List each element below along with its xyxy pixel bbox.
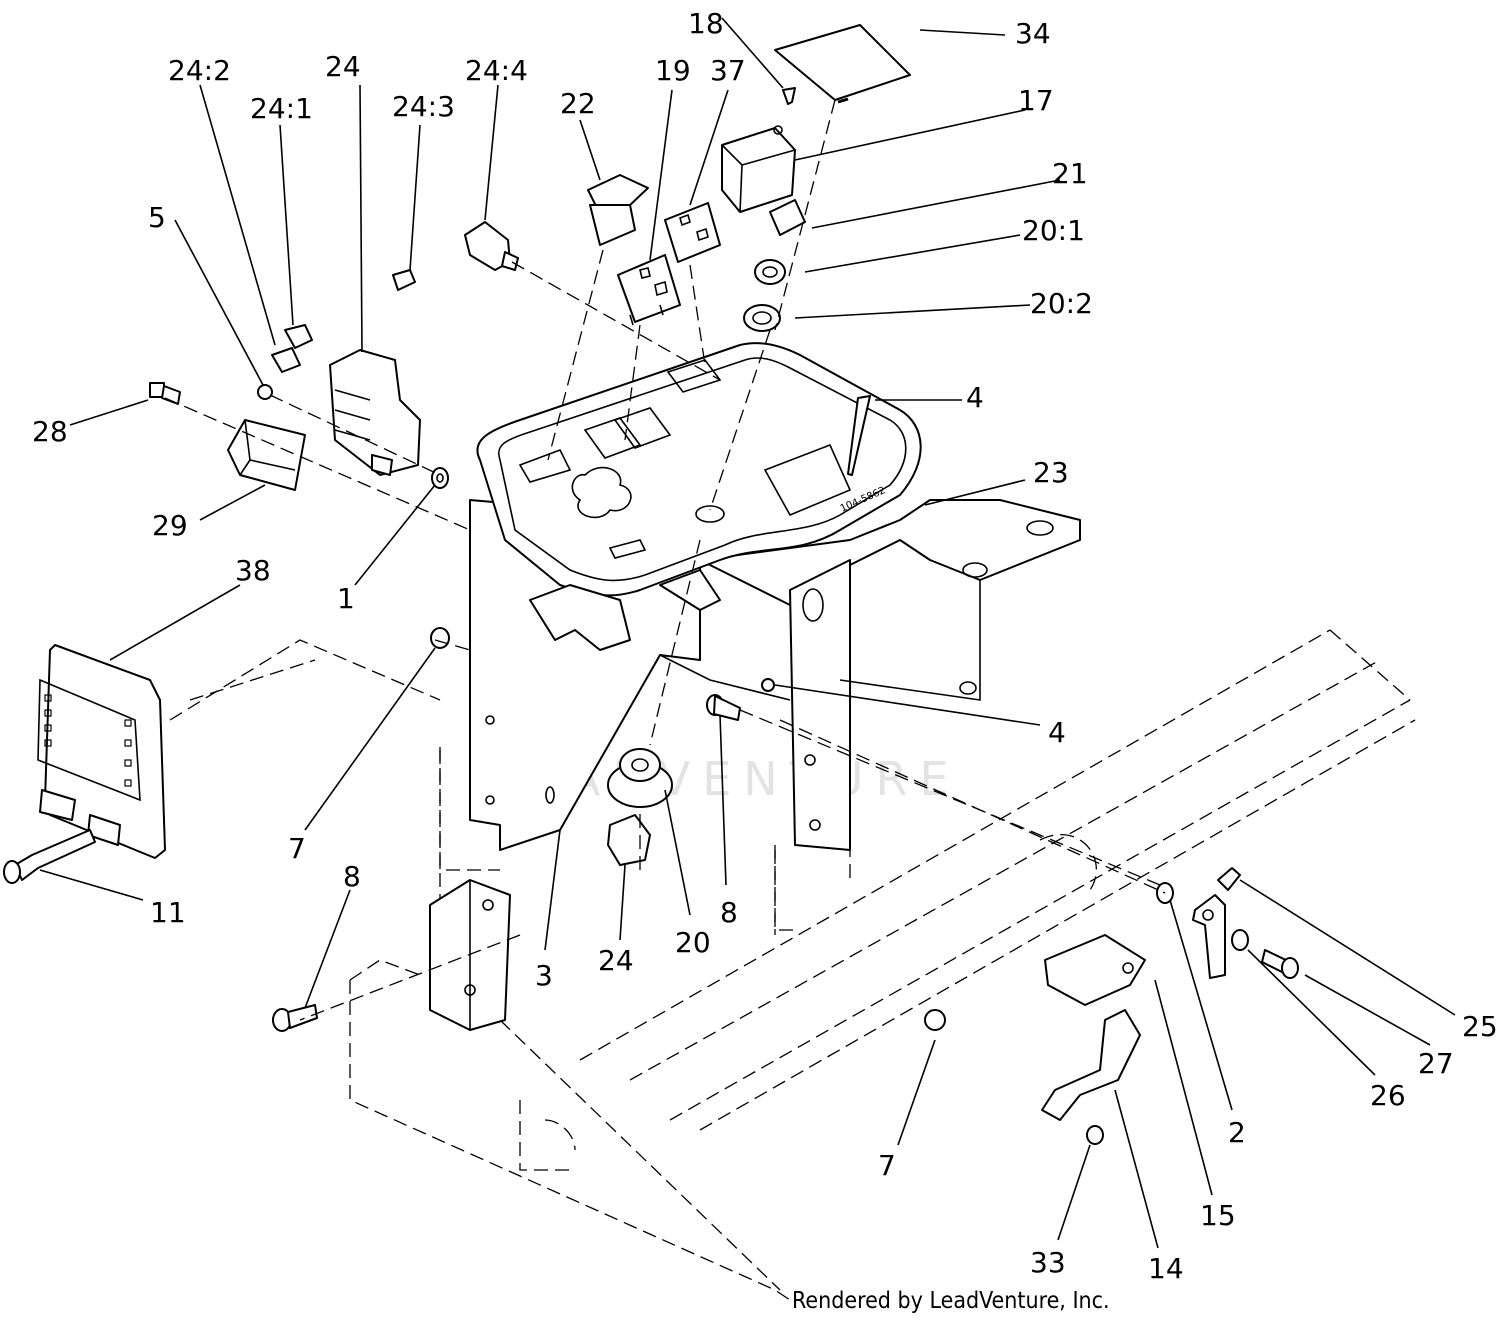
callout-2: 2: [1228, 1116, 1246, 1149]
callout-labels: 18 34 24:2 24 24:4 19 37 17 24:1 24:3 22…: [32, 7, 1498, 1285]
rocker-switch-22: [587, 174, 649, 246]
bolt-8-upper: [706, 694, 741, 721]
callout-17: 17: [1018, 84, 1054, 117]
callout-22: 22: [560, 87, 596, 120]
callout-38: 38: [235, 554, 271, 587]
washer-1: [431, 467, 449, 489]
nut-7-lower: [924, 1009, 946, 1031]
callout-24: 24: [325, 50, 361, 83]
switch-29: [227, 419, 306, 491]
connector-24: [607, 814, 651, 866]
callout-37: 37: [710, 54, 746, 87]
nut-20-1: [754, 259, 786, 285]
callout-28: 28: [32, 415, 68, 448]
fuses: [271, 269, 416, 373]
callout-18: 18: [688, 7, 724, 40]
leader-lines: [39, 17, 1456, 1249]
callout-34: 34: [1015, 17, 1051, 50]
ignition-switch-20: [607, 748, 673, 808]
callout-5: 5: [148, 201, 166, 234]
callout-14: 14: [1148, 1252, 1184, 1285]
control-panel: 104-5862: [476, 342, 922, 651]
callout-20-2: 20:2: [1030, 287, 1093, 320]
callout-11: 11: [150, 896, 186, 929]
controller-module: [37, 644, 166, 859]
callout-24-2: 24:2: [168, 54, 231, 87]
nut-5: [257, 384, 273, 400]
screw-4-top: [847, 395, 871, 476]
bolt-28: [149, 382, 181, 405]
callout-24-1: 24:1: [250, 92, 313, 125]
bolt-8-lower: [272, 1004, 318, 1032]
key-cover-21: [769, 199, 806, 236]
decal-34: [774, 24, 911, 104]
callout-21: 21: [1052, 157, 1088, 190]
callout-26: 26: [1370, 1079, 1406, 1112]
callout-24-lower: 24: [598, 944, 634, 977]
screw-4-mid: [761, 678, 775, 692]
callout-19: 19: [655, 54, 691, 87]
callout-25: 25: [1462, 1010, 1498, 1043]
callout-23: 23: [1033, 456, 1069, 489]
bolt-11: [3, 829, 96, 884]
callout-33: 33: [1030, 1246, 1066, 1279]
switch-19: [617, 254, 681, 326]
rendered-by-credit: Rendered by LeadVenture, Inc.: [792, 1288, 1110, 1314]
bracket-15: [1044, 934, 1146, 1006]
callout-7-upper: 7: [288, 832, 306, 865]
callout-1: 1: [337, 582, 355, 615]
bolt-27: [1261, 949, 1299, 979]
washer-26: [1231, 929, 1249, 951]
switch-37: [664, 202, 721, 263]
callout-24-3: 24:3: [392, 90, 455, 123]
callout-8-lower: 8: [343, 860, 361, 893]
callout-20: 20: [675, 926, 711, 959]
callout-7-lower: 7: [878, 1149, 896, 1182]
bracket-14: [1041, 1009, 1141, 1121]
callout-29: 29: [152, 509, 188, 542]
bracket-25: [1192, 867, 1241, 979]
bulb-socket-24-4: [464, 221, 519, 271]
screw-18: [782, 87, 796, 105]
fuse-block-24: [329, 349, 421, 476]
hour-meter-17: [721, 125, 796, 213]
assembly-lines: [164, 99, 1166, 1021]
nut-33: [1086, 1125, 1104, 1145]
callout-8-upper: 8: [720, 896, 738, 929]
washer-20-2: [743, 304, 781, 332]
callout-4-mid: 4: [1048, 716, 1066, 749]
callout-24-4: 24:4: [465, 54, 528, 87]
callout-20-1: 20:1: [1022, 214, 1085, 247]
callout-4-top: 4: [966, 381, 984, 414]
callout-3: 3: [535, 959, 553, 992]
callout-27: 27: [1418, 1047, 1454, 1080]
nut-7-upper: [430, 627, 450, 649]
callout-15: 15: [1200, 1199, 1236, 1232]
